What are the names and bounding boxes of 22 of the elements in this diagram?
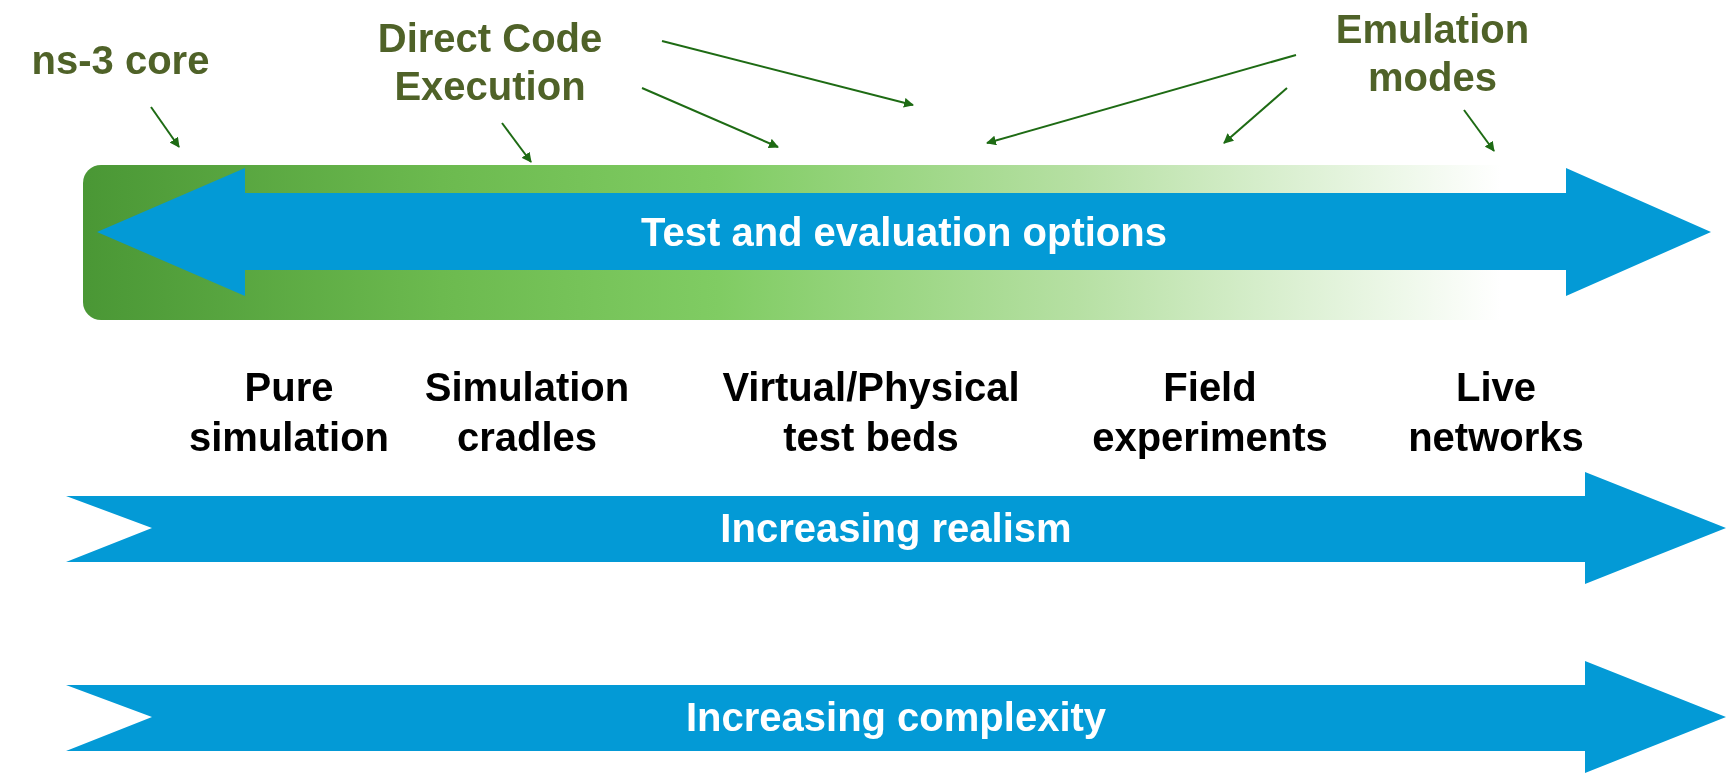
callout-text: Direct Code Execution [376,15,604,110]
callout-text: Emulation modes [1334,6,1531,101]
double-arrow [97,168,1711,296]
stage-label: Virtual/Physical test beds [721,364,1021,461]
leader-arrow [501,122,532,163]
leader-arrow [1223,87,1288,144]
arrow-label: Increasing realism [719,505,1073,552]
arrow-label: Increasing complexity [684,694,1108,741]
gradient-band [83,165,1713,320]
direction-arrow [66,661,1726,773]
stage-label: Field experiments [1091,364,1329,461]
arrow-label: Test and evaluation options [640,209,1168,256]
leader-arrow [1463,109,1495,152]
stage-label: Simulation cradles [423,364,631,461]
direction-arrow [66,472,1726,584]
leader-arrow [150,106,180,148]
stage-label: Pure simulation [188,364,390,461]
leader-arrow [986,54,1297,146]
stage-label: Live networks [1407,364,1585,461]
leader-arrow [661,40,914,108]
leader-arrow [641,87,779,148]
callout-text: ns-3 core [30,37,211,84]
